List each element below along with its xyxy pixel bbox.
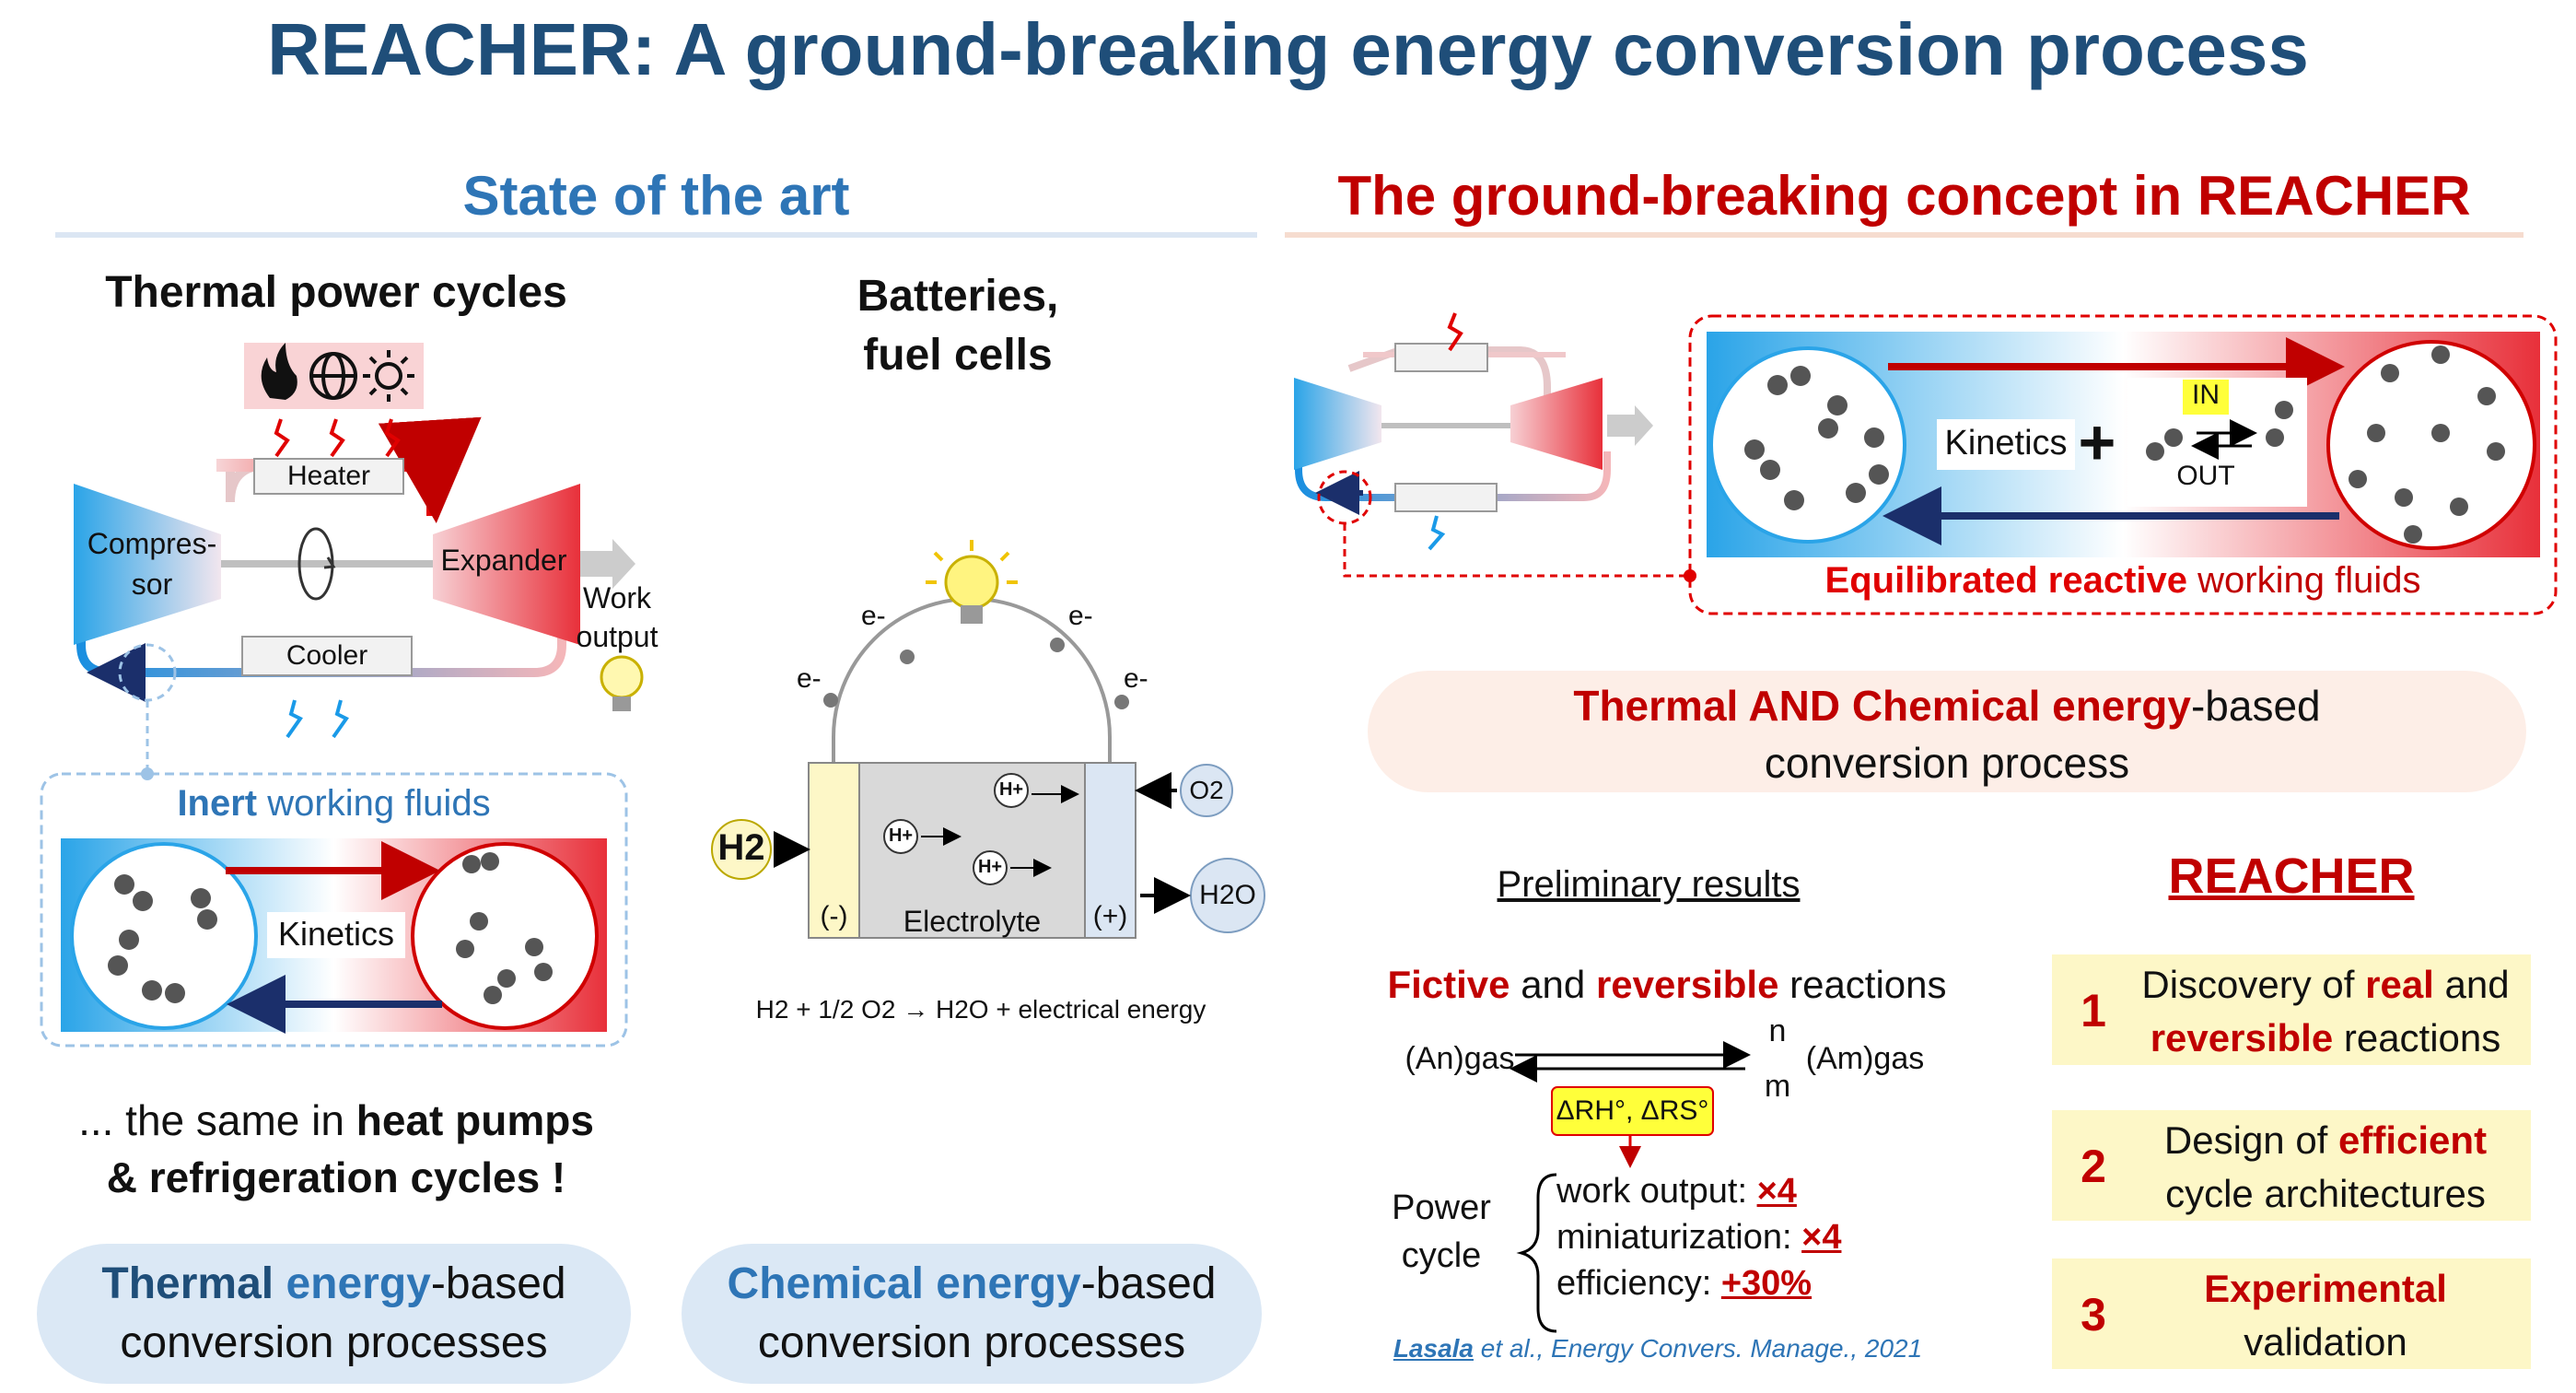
h2o-label: H2O	[1199, 880, 1256, 910]
electron-label-1: e-	[797, 663, 822, 694]
state-of-art-heading: State of the art	[462, 165, 850, 227]
reaction-reactant: (An)gas	[1405, 1041, 1515, 1076]
step-number-3: 3	[2081, 1289, 2106, 1340]
result-miniaturization: miniaturization: ×4	[1556, 1218, 1842, 1257]
step-box-3	[2052, 1258, 2531, 1369]
reaction-product: (Am)gas	[1805, 1041, 1925, 1076]
negative-electrode-label: (-)	[820, 901, 848, 931]
power-cycle-label: Power cycle	[1392, 1188, 1491, 1275]
reaction-arrows	[1509, 1041, 1751, 1083]
out-label: OUT	[2176, 461, 2235, 491]
inert-fluids-box	[40, 772, 628, 1048]
lightbulb-icon-left	[600, 655, 644, 711]
thermal-title: Thermal power cycles	[105, 268, 567, 317]
work-output-label: Work output	[576, 581, 659, 653]
step-number-1: 1	[2081, 985, 2106, 1036]
in-label: IN	[2192, 380, 2220, 410]
concept-heading: The ground-breaking concept in REACHER	[1337, 165, 2471, 227]
reaction-n: n	[1768, 1013, 1787, 1048]
h2-label: H2	[717, 827, 765, 868]
step-box-2	[2052, 1110, 2531, 1221]
thermo-label: ΔRH°, ΔRS°	[1556, 1095, 1709, 1126]
compressor-label: Compres- sor	[87, 527, 217, 601]
reacher-cycle-graphic	[1294, 312, 1696, 582]
reactive-fluids-label: Equilibrated reactive working fluids	[1824, 560, 2421, 601]
chemical-pill-bg	[682, 1244, 1262, 1384]
globe-icon	[309, 352, 357, 400]
electron-label-3: e-	[1068, 601, 1093, 631]
proton-label-2: H+	[998, 779, 1024, 800]
equilibrium-arrows-icon	[2191, 419, 2257, 460]
lightbulb-icon-battery	[926, 540, 1018, 624]
proton-label-1: H+	[888, 825, 914, 846]
reaction-m: m	[1764, 1069, 1791, 1104]
plus-sign: +	[2078, 406, 2116, 478]
combined-pill-bg	[1368, 671, 2526, 792]
electron-label-4: e-	[1124, 663, 1148, 694]
brace	[1516, 1173, 1557, 1333]
sun-icon	[363, 350, 414, 402]
heater-label: Heater	[253, 458, 404, 495]
expander-label: Expander	[440, 544, 567, 577]
step-number-2: 2	[2081, 1141, 2106, 1192]
fictive-reactions-label: Fictive and reversible reactions	[1387, 963, 1947, 1006]
kinetics-label-left: Kinetics	[277, 915, 395, 953]
inert-fluids-label: Inert working fluids	[177, 783, 491, 824]
battery-title: Batteries, fuel cells	[857, 272, 1059, 380]
electron-label-2: e-	[861, 601, 886, 631]
preliminary-results-label: Preliminary results	[1497, 864, 1801, 905]
fuel-cell-equation: H2 + 1/2 O2 → H2O + electrical energy	[755, 995, 1206, 1024]
molecules-left	[108, 852, 553, 1004]
in-highlight	[2183, 380, 2229, 415]
flame-icon	[261, 343, 297, 400]
reacher-heading: REACHER	[2168, 849, 2415, 904]
result-work-output: work output: ×4	[1556, 1172, 1797, 1211]
page-title: REACHER: A ground-breaking energy conver…	[267, 8, 2309, 90]
result-efficiency: efficiency: +30%	[1556, 1264, 1813, 1303]
o2-label: O2	[1189, 776, 1224, 804]
cooler-label: Cooler	[241, 636, 413, 676]
citation[interactable]: Lasala et al., Energy Convers. Manage., …	[1393, 1334, 1923, 1363]
same-in-text: ... the same in heat pumps& refrigeratio…	[78, 1096, 594, 1201]
thermo-box	[1551, 1086, 1714, 1136]
battery-graphic	[711, 597, 1265, 939]
electrolyte-label: Electrolyte	[903, 905, 1042, 938]
results-list: work output: ×4 miniaturization: ×4 effi…	[1556, 1168, 1841, 1306]
step-box-1	[2052, 954, 2531, 1065]
positive-electrode-label: (+)	[1092, 901, 1128, 931]
proton-label-3: H+	[977, 857, 1003, 877]
thermal-pill-bg	[37, 1244, 631, 1384]
kinetics-label-right: Kinetics	[1944, 424, 2068, 462]
molecules-right	[1744, 345, 2505, 544]
